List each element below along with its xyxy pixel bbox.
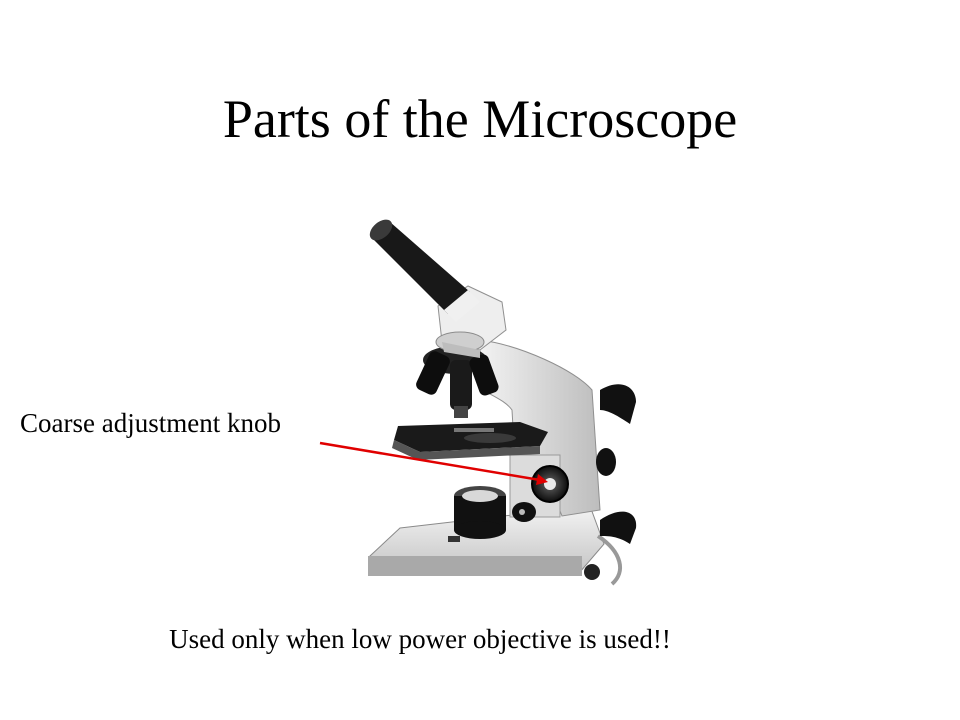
coarse-adjustment-knob-label: Coarse adjustment knob [20, 408, 281, 438]
nosepiece-objectives [416, 346, 499, 418]
side-knobs [596, 384, 637, 544]
microscope-base [368, 505, 622, 586]
light-source [454, 486, 506, 539]
slide-title: Parts of the Microscope [222, 89, 738, 149]
microscope-stage [392, 422, 548, 460]
usage-note: Used only when low power objective is us… [169, 624, 671, 654]
coarse-adjustment-knob [531, 465, 569, 503]
fine-adjustment-knob [512, 502, 536, 522]
eyepiece-tube [369, 219, 480, 322]
microscope-image [368, 219, 637, 586]
